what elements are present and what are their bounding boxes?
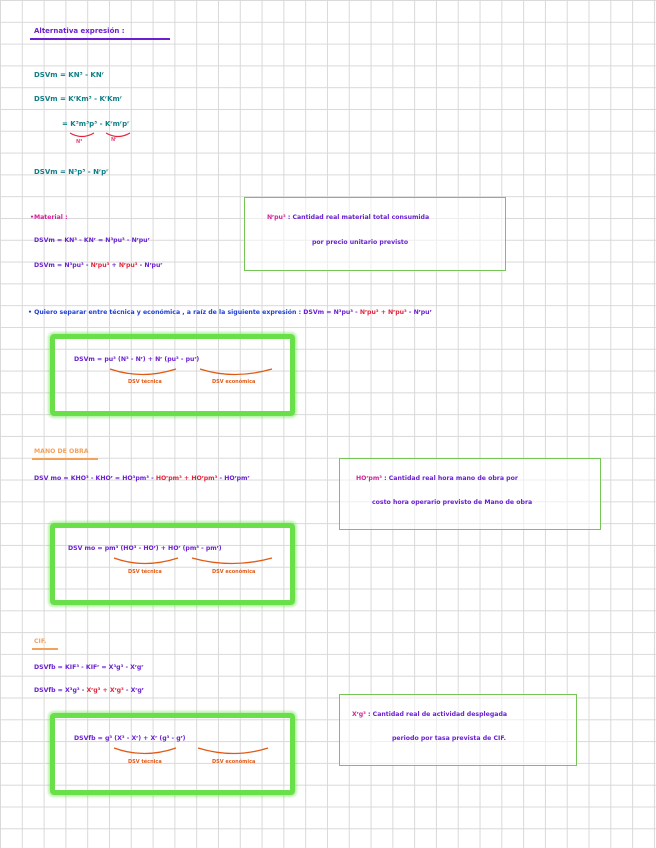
material-formula-technical: pu³ (N³ - Nʳ) bbox=[104, 356, 146, 363]
cif-formula: DSVfb = g³ (X³ - Xʳ) + Xʳ (g³ - gʳ) bbox=[74, 735, 186, 742]
cif-heading-underline bbox=[32, 648, 58, 650]
labor-formula-box bbox=[50, 523, 295, 605]
material-line-2-highlight-1: Nʳpu³ bbox=[90, 262, 110, 269]
material-formula-braces bbox=[109, 368, 273, 376]
material-heading: •Material : bbox=[30, 214, 68, 221]
labor-line-1-mid: HO³pm³ - bbox=[122, 475, 156, 482]
material-formula-start: DSVm = bbox=[74, 356, 105, 363]
labor-line-1: DSV mo = KHO³ - KHOʳ = HO³pm³ - HOʳpm³ +… bbox=[34, 475, 250, 482]
cif-note-box bbox=[339, 694, 577, 766]
material-formula-plus: + bbox=[145, 356, 156, 363]
material-note-box bbox=[244, 197, 506, 271]
intro-braces bbox=[69, 132, 131, 138]
labor-formula-braces bbox=[113, 557, 273, 565]
cif-line-2-start: DSVfb = X³g³ - bbox=[34, 687, 87, 694]
cif-label-economic: DSV económica bbox=[212, 759, 256, 765]
labor-formula-plus: + bbox=[158, 545, 169, 552]
material-note-definition: : Cantidad real material total consumida bbox=[285, 214, 430, 221]
labor-formula-economic: HOʳ (pm³ - pmʳ) bbox=[168, 545, 222, 552]
material-formula-economic: Nʳ (pu³ - puʳ) bbox=[155, 356, 200, 363]
labor-note-term: HOʳpm³ bbox=[356, 475, 382, 482]
cif-note-line-1: Xʳg³ : Cantidad real de actividad desple… bbox=[352, 711, 508, 718]
cif-line-2-end: - Xʳgʳ bbox=[123, 687, 144, 694]
material-line-2-plus: + bbox=[109, 262, 119, 269]
material-line-2-start: DSVm = N³pu³ - bbox=[34, 262, 91, 269]
cif-note-term: Xʳg³ bbox=[352, 711, 366, 718]
cif-line-2: DSVfb = X³g³ - Xʳg³ + Xʳg³ - Xʳgʳ bbox=[34, 687, 144, 694]
labor-label-technical: DSV técnica bbox=[128, 569, 162, 575]
material-label-technical: DSV técnica bbox=[128, 379, 162, 385]
cif-line-2-highlight: Xʳg³ + Xʳg³ bbox=[86, 687, 124, 694]
cif-line-1: DSVfb = KIF³ - KIFʳ = X³g³ - Xʳgʳ bbox=[34, 664, 144, 671]
material-formula-box bbox=[50, 334, 295, 416]
labor-heading: MANO DE OBRA bbox=[34, 448, 89, 455]
labor-formula: DSV mo = pm³ (HO³ - HOʳ) + HOʳ (pm³ - pm… bbox=[68, 545, 222, 552]
intro-line-3: = K³m³p³ - Kʳmʳpʳ bbox=[62, 120, 130, 128]
material-line-2: DSVm = N³pu³ - Nʳpu³ + Nʳpu³ - Nʳpuʳ bbox=[34, 262, 163, 269]
cif-formula-box bbox=[50, 713, 295, 795]
material-note-term: Nʳpu³ bbox=[267, 214, 286, 221]
material-line-2-highlight-2: Nʳpu³ bbox=[118, 262, 138, 269]
page-title: Alternativa expresión : bbox=[34, 27, 125, 35]
labor-note-line-1: HOʳpm³ : Cantidad real hora mano de obra… bbox=[356, 475, 518, 482]
material-note-line-2: por precio unitario previsto bbox=[312, 239, 409, 246]
labor-heading-underline bbox=[32, 458, 98, 460]
material-label-economic: DSV económica bbox=[212, 379, 256, 385]
separation-sentence: • Quiero separar entre técnica y económi… bbox=[28, 309, 432, 316]
intro-line-4: DSVm = N³p³ - Nʳpʳ bbox=[34, 168, 109, 176]
labor-line-1-end: - HOʳpmʳ bbox=[217, 475, 250, 482]
material-note-line-1: Nʳpu³ : Cantidad real material total con… bbox=[267, 214, 430, 221]
intro-sub-label-1: N³ bbox=[76, 139, 83, 145]
separation-formula-end: - Nʳpuʳ bbox=[406, 309, 432, 316]
cif-formula-technical: g³ (X³ - Xʳ) bbox=[105, 735, 142, 742]
labor-formula-technical: pm³ (HO³ - HOʳ) bbox=[104, 545, 159, 552]
cif-formula-start: DSVfb = bbox=[74, 735, 105, 742]
separation-formula-highlight: Nʳpu³ + Nʳpu³ bbox=[359, 309, 407, 316]
labor-label-economic: DSV económica bbox=[212, 569, 256, 575]
material-line-1: DSVm = KN³ - KNʳ = N³pu³ - Nʳpuʳ bbox=[34, 237, 150, 244]
intro-line-1: DSVm = KN³ - KNʳ bbox=[34, 71, 104, 79]
labor-line-1-start: DSV mo = KHO³ - KHOʳ = bbox=[34, 475, 123, 482]
material-line-2-end: - Nʳpuʳ bbox=[137, 262, 163, 269]
labor-line-1-highlight: HOʳpm³ + HOʳpm³ bbox=[155, 475, 218, 482]
cif-note-definition: : Cantidad real de actividad desplegada bbox=[365, 711, 508, 718]
cif-heading: CIF. bbox=[34, 638, 47, 645]
material-formula: DSVm = pu³ (N³ - Nʳ) + Nʳ (pu³ - puʳ) bbox=[74, 356, 200, 363]
intro-sub-label-2: Nʳ bbox=[111, 137, 117, 143]
labor-note-line-2: costo hora operario previsto de Mano de … bbox=[372, 499, 533, 506]
labor-note-box bbox=[339, 458, 601, 530]
title-underline bbox=[30, 38, 170, 40]
cif-formula-plus: + bbox=[141, 735, 151, 742]
separation-sentence-text: • Quiero separar entre técnica y económi… bbox=[28, 309, 304, 316]
separation-formula-start: DSVm = N³pu³ - bbox=[303, 309, 360, 316]
labor-formula-start: DSV mo = bbox=[68, 545, 105, 552]
labor-note-definition: : Cantidad real hora mano de obra por bbox=[381, 475, 518, 482]
intro-line-2: DSVm = KʳKm³ - KʳKmʳ bbox=[34, 95, 123, 103]
cif-label-technical: DSV técnica bbox=[128, 759, 162, 765]
cif-formula-braces bbox=[113, 747, 269, 755]
cif-note-line-2: periodo por tasa prevista de CIF. bbox=[392, 735, 507, 742]
cif-formula-economic: Xʳ (g³ - gʳ) bbox=[150, 735, 186, 742]
